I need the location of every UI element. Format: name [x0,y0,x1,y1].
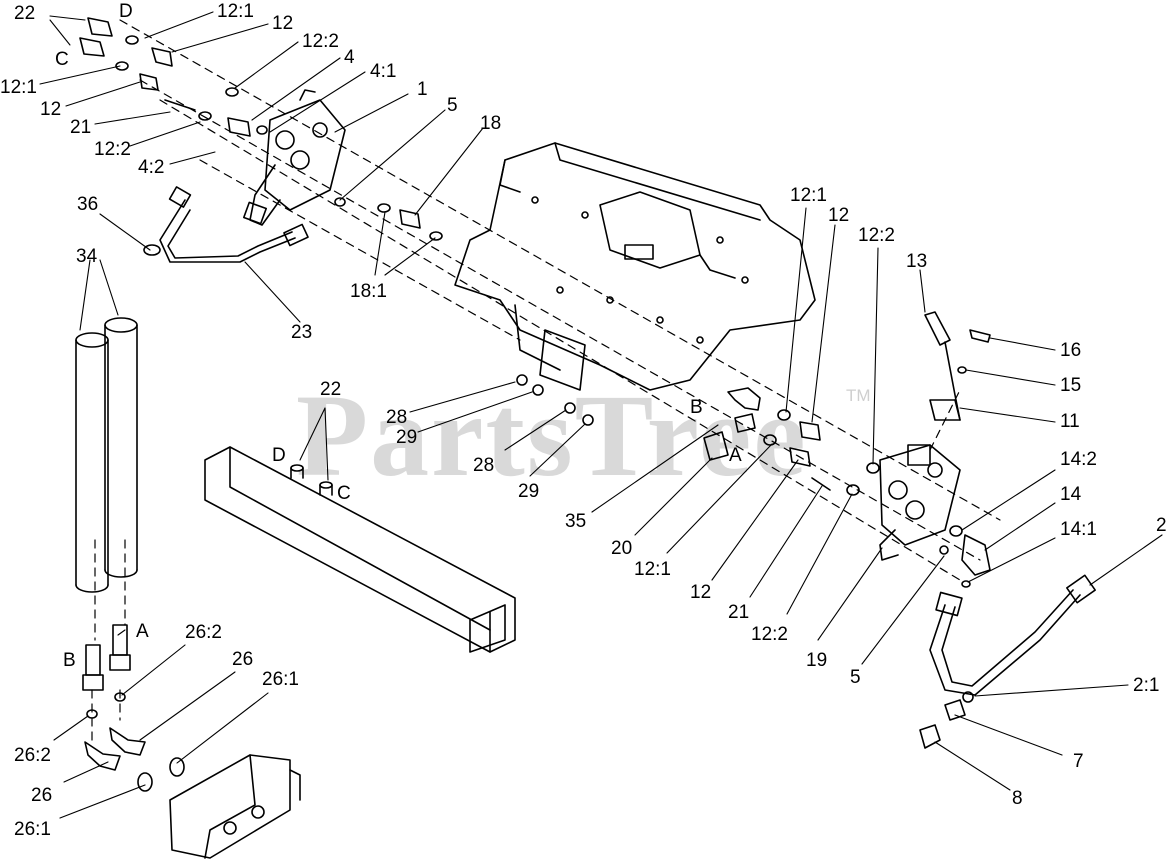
callout-2: 2 [1156,515,1167,536]
callout-20: 20 [611,538,633,559]
callout-13: 13 [906,251,928,272]
callout-4: 4 [344,47,355,68]
callout-c: C [337,483,351,504]
callout-15: 15 [1060,375,1082,396]
callout-12-1: 12:1 [790,185,827,206]
callout-26: 26 [31,785,53,806]
callout-12: 12 [272,13,294,34]
hose-2 [919,574,1096,749]
callout-21: 21 [70,117,92,138]
hose-23 [143,186,309,263]
callout-8: 8 [1012,788,1023,809]
callout-a: A [729,445,742,466]
callout-18-1: 18:1 [350,281,387,302]
callout-36: 36 [77,194,99,215]
callout-7: 7 [1073,751,1084,772]
callout-16: 16 [1060,340,1082,361]
callout-14-1: 14:1 [1060,519,1097,540]
callout-12: 12 [828,205,850,226]
callout-4-1: 4:1 [370,61,397,82]
callout-29: 29 [396,427,418,448]
right-control-valve [879,444,961,561]
callout-21: 21 [728,602,750,623]
callout-12-1: 12:1 [0,77,37,98]
callout-18: 18 [480,113,502,134]
right-fittings [703,387,991,588]
assembly-centerlines [91,19,1001,741]
callout-29: 29 [518,481,540,502]
callout-2-1: 2:1 [1133,675,1160,696]
washers [516,374,594,426]
lower-left-fittings [82,624,185,792]
left-fittings [79,17,443,241]
callout-12-2: 12:2 [858,225,895,246]
beam [204,446,516,653]
callout-12-1: 12:1 [217,1,254,22]
frame-panel [454,142,816,391]
callout-28: 28 [473,455,495,476]
callout-35: 35 [565,511,587,532]
callout-1: 1 [417,79,428,100]
callout-11: 11 [1060,411,1080,432]
callout-a: A [136,621,149,642]
callout-12: 12 [690,582,712,603]
callout-b: B [690,397,703,418]
callout-26-1: 26:1 [14,819,51,840]
callout-12-2: 12:2 [302,31,339,52]
watermark: PartsTree [296,370,808,501]
lever [924,311,991,421]
callout-d: D [119,1,133,22]
callout-22: 22 [14,3,36,24]
left-control-valve [243,89,346,226]
callout-26-2: 26:2 [185,622,222,643]
callout-22: 22 [320,379,342,400]
callout-14-2: 14:2 [1060,449,1097,470]
callout-34: 34 [76,246,98,267]
callout-c: C [55,49,69,70]
callout-26: 26 [232,649,254,670]
callout-23: 23 [291,322,313,343]
callout-4-2: 4:2 [138,157,165,178]
leader-lines [39,11,1163,819]
callout-14: 14 [1060,484,1082,505]
pump [169,754,301,859]
callout-19: 19 [806,650,828,671]
callout-5: 5 [850,667,861,688]
callout-12-2: 12:2 [94,139,131,160]
cylinders-34 [75,317,138,593]
callout-12-1: 12:1 [634,559,671,580]
callout-26-1: 26:1 [262,669,299,690]
callout-5: 5 [447,95,458,116]
callout-28: 28 [386,407,408,428]
trademark-mark: TM [846,386,871,405]
callout-d: D [272,445,286,466]
callout-12: 12 [40,99,62,120]
callout-26-2: 26:2 [14,745,51,766]
callout-b: B [63,650,76,671]
callout-12-2: 12:2 [751,624,788,645]
